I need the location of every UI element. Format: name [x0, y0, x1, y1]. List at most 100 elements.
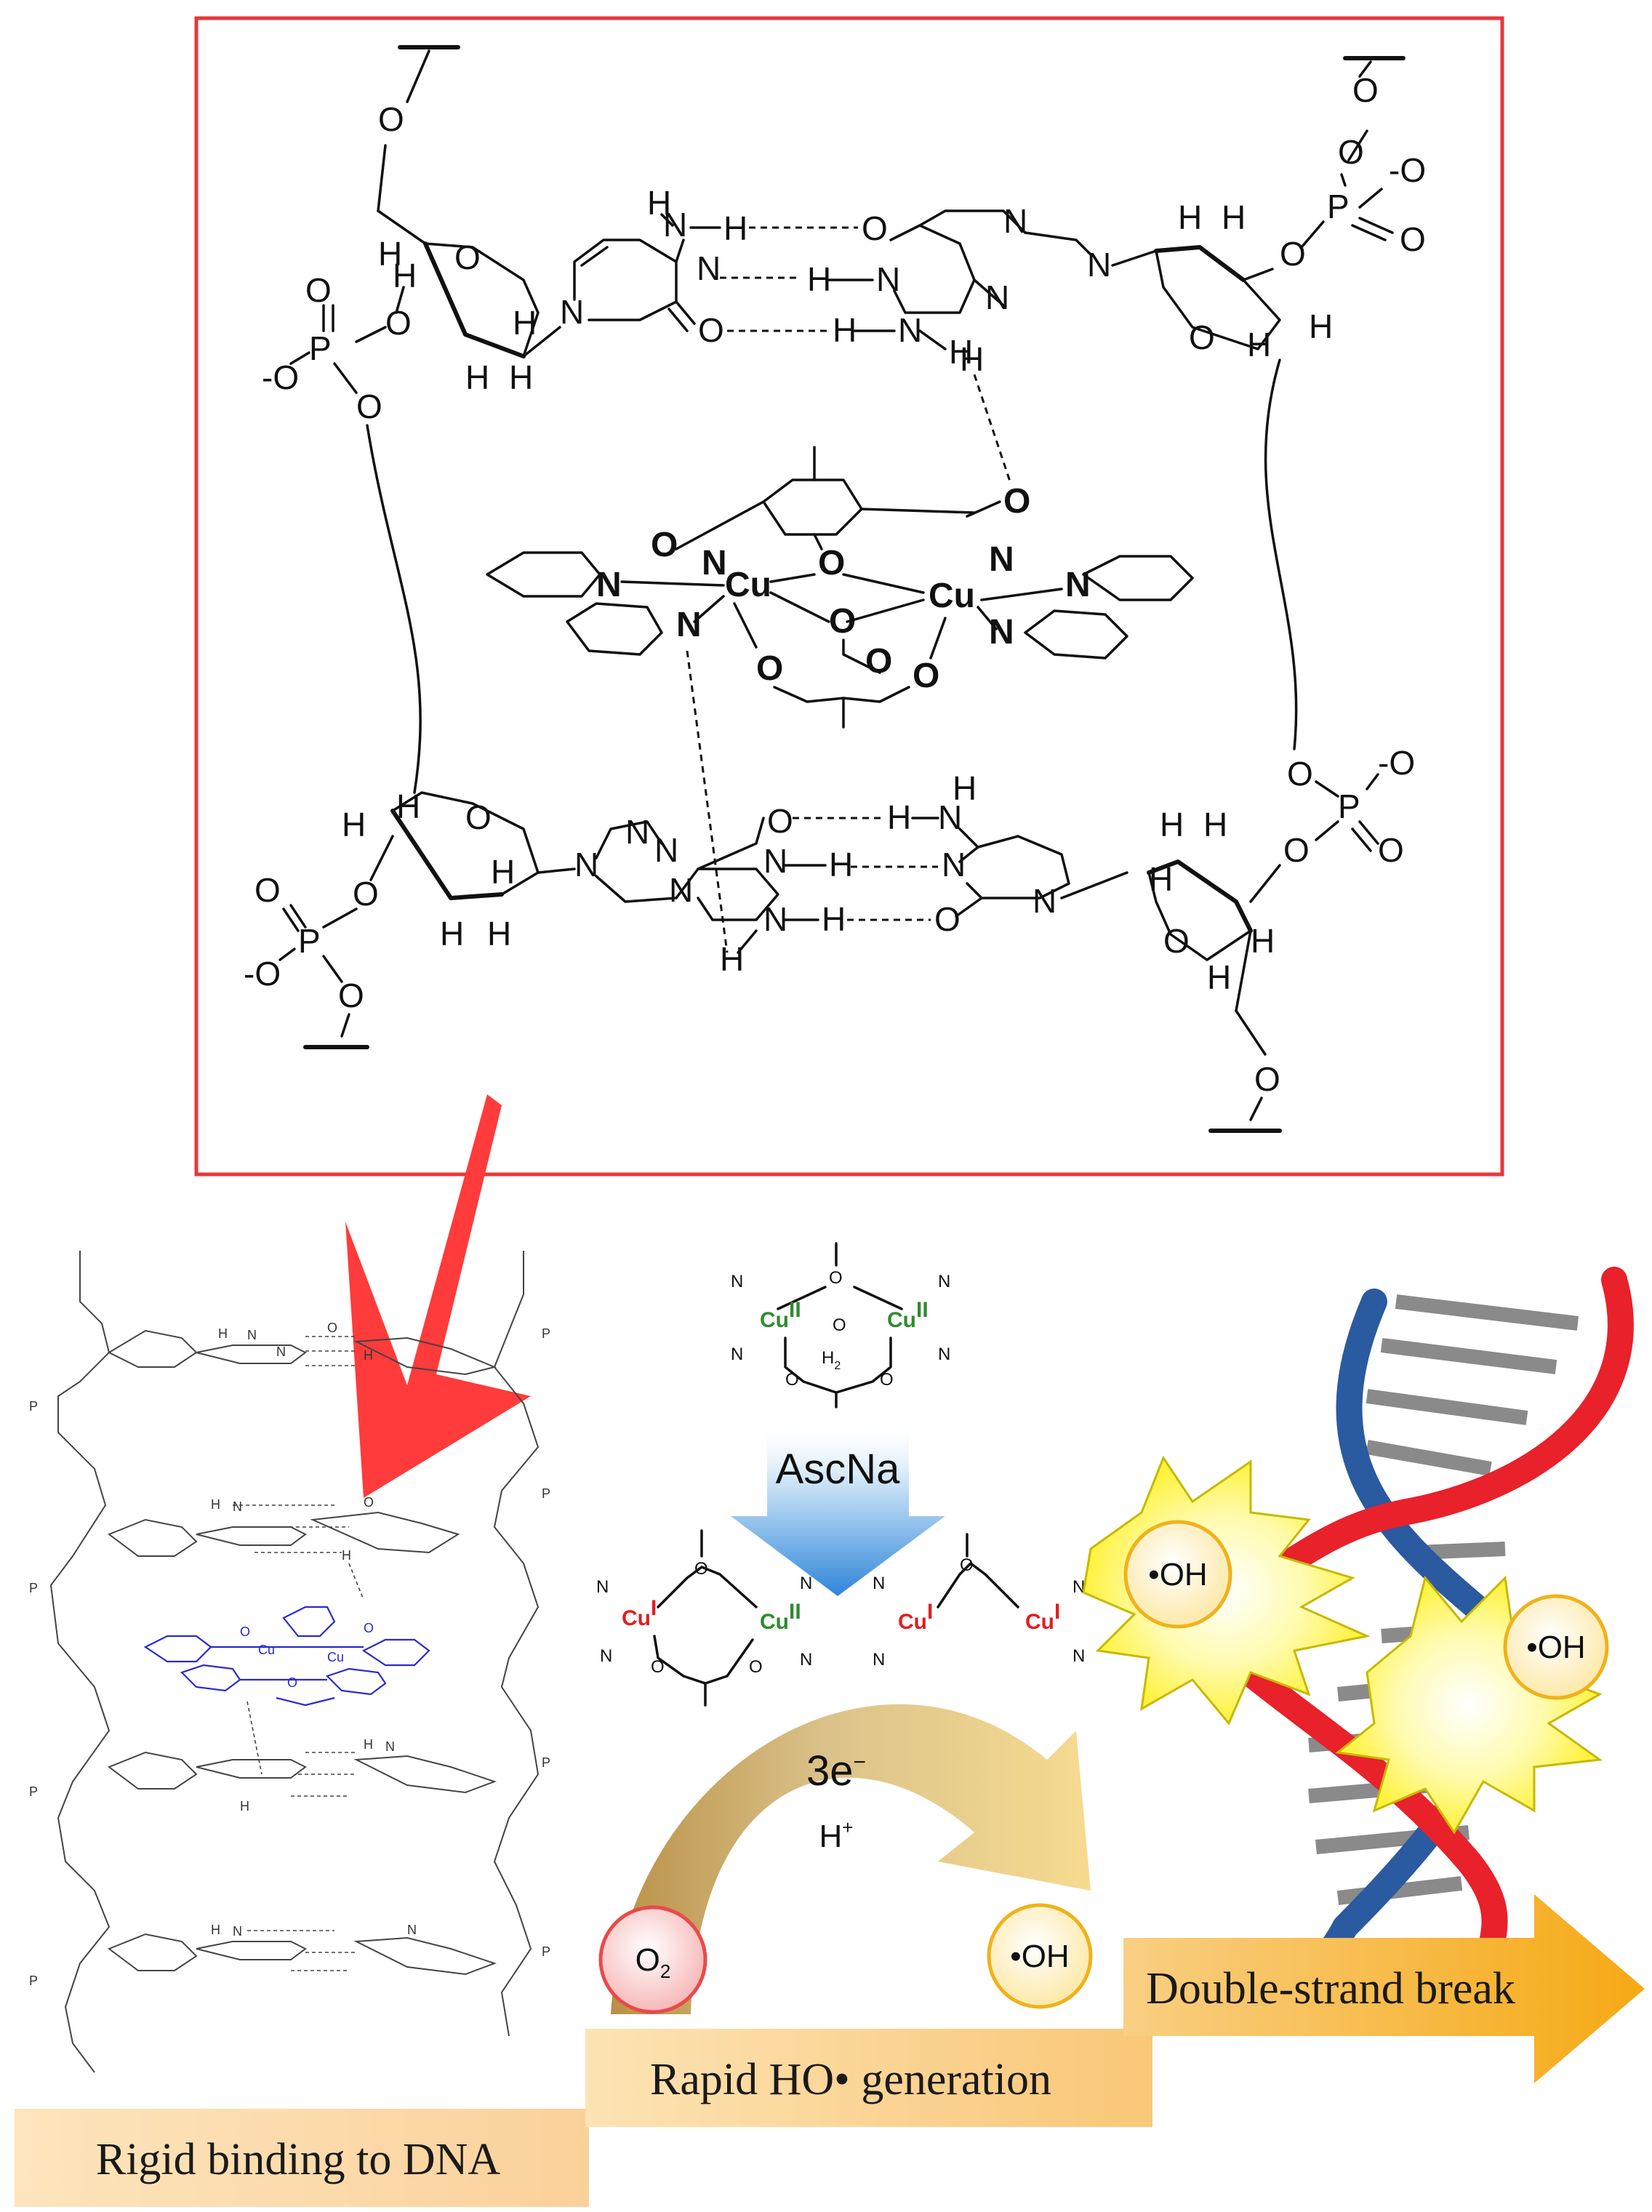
svg-text:N: N — [1072, 1577, 1085, 1597]
o2-circle — [598, 1905, 707, 2014]
svg-text:CuII: CuII — [887, 1298, 929, 1332]
oh-left-label: •OH — [1148, 1557, 1207, 1592]
svg-text:O: O — [1189, 318, 1215, 356]
svg-text:N: N — [560, 293, 584, 331]
right-backbone — [1264, 358, 1298, 750]
svg-text:H: H — [211, 1497, 220, 1512]
svg-text:H: H — [723, 209, 747, 247]
o2-label: O2 — [635, 1942, 671, 1982]
svg-text:O: O — [651, 1657, 665, 1677]
svg-text:O: O — [454, 239, 481, 276]
svg-text:O: O — [651, 526, 678, 564]
dna-helix: •OH •OH — [1082, 1267, 1634, 1970]
svg-text:H: H — [364, 1737, 373, 1752]
svg-text:H: H — [1178, 199, 1202, 236]
svg-text:O: O — [785, 1370, 799, 1390]
svg-text:-O: -O — [262, 358, 299, 396]
svg-text:H: H — [822, 900, 846, 938]
svg-text:Cu: Cu — [327, 1650, 344, 1664]
svg-text:N: N — [600, 1646, 612, 1666]
svg-text:N: N — [676, 606, 702, 644]
svg-text:H: H — [465, 358, 489, 396]
svg-text:N: N — [763, 842, 787, 880]
svg-text:N: N — [898, 311, 922, 349]
svg-text:P: P — [309, 329, 332, 367]
svg-text:N: N — [731, 1345, 743, 1364]
svg-text:P: P — [1338, 788, 1360, 825]
svg-text:O: O — [829, 602, 856, 641]
svg-text:H: H — [1247, 326, 1271, 364]
svg-text:H: H — [378, 235, 402, 273]
svg-text:N: N — [800, 1650, 812, 1670]
svg-text:H: H — [440, 915, 464, 953]
upper-base-pair: O O H H H H H O P O -O O N — [262, 45, 1426, 484]
svg-text:O: O — [1378, 831, 1404, 869]
svg-text:N: N — [233, 1499, 242, 1514]
svg-text:O: O — [327, 1321, 337, 1335]
svg-text:-O: -O — [244, 955, 281, 993]
svg-text:H: H — [218, 1326, 228, 1341]
svg-text:P: P — [542, 1755, 550, 1770]
svg-text:O: O — [1338, 133, 1364, 171]
svg-text:O: O — [756, 649, 783, 688]
svg-text:P: P — [542, 1326, 550, 1341]
svg-text:N: N — [596, 1577, 609, 1597]
svg-text:H: H — [513, 304, 537, 342]
svg-text:H: H — [833, 311, 857, 349]
svg-text:N: N — [276, 1345, 286, 1359]
svg-text:N: N — [663, 206, 687, 244]
svg-text:-O: -O — [1389, 151, 1426, 189]
svg-text:P: P — [298, 922, 321, 960]
svg-text:O: O — [694, 1559, 708, 1579]
svg-text:N: N — [989, 613, 1014, 652]
svg-text:N: N — [938, 1345, 950, 1364]
svg-text:Cu: Cu — [258, 1643, 275, 1657]
svg-text:N: N — [385, 1739, 395, 1754]
svg-text:H: H — [342, 1548, 351, 1563]
svg-text:CuII: CuII — [760, 1600, 801, 1634]
banner-generation: Rapid HO• generation — [585, 2029, 1152, 2127]
svg-text:N: N — [702, 544, 727, 582]
svg-text:N: N — [407, 1923, 417, 1937]
left-backbone — [366, 424, 422, 794]
svg-text:H: H — [1309, 308, 1333, 345]
svg-text:O: O — [1280, 235, 1306, 273]
proton-label: H+ — [819, 1816, 854, 1854]
svg-text:H: H — [829, 846, 853, 883]
blue-complex: Cu Cu O O O — [143, 1606, 430, 1775]
svg-text:H: H — [509, 358, 533, 396]
svg-text:H: H — [887, 798, 911, 836]
svg-text:O: O — [818, 544, 845, 582]
svg-text:H: H — [240, 1799, 249, 1814]
svg-text:N: N — [876, 260, 900, 298]
svg-text:H: H — [1203, 806, 1227, 843]
svg-text:H: H — [1160, 806, 1184, 843]
svg-text:O: O — [364, 1621, 374, 1635]
svg-text:O: O — [913, 657, 939, 695]
svg-text:O: O — [465, 798, 492, 836]
svg-text:O: O — [240, 1624, 250, 1639]
svg-text:H: H — [211, 1923, 220, 1937]
svg-text:O: O — [865, 642, 892, 681]
banner-break-text: Double-strand break — [1146, 1964, 1515, 2013]
banner-binding-text: Rigid binding to DNA — [96, 2135, 501, 2184]
svg-text:N: N — [697, 249, 721, 287]
svg-text:H: H — [393, 257, 417, 294]
svg-text:H: H — [1251, 922, 1275, 960]
reduction-arrow — [731, 1418, 945, 1596]
svg-text:O: O — [1352, 71, 1379, 109]
svg-text:N: N — [989, 540, 1014, 579]
svg-text:O: O — [1254, 1060, 1280, 1098]
svg-text:N: N — [1072, 1646, 1085, 1666]
reagent-label: AscNa — [776, 1446, 901, 1493]
banner-break: Double-strand break — [1123, 1894, 1645, 2083]
svg-text:O: O — [767, 802, 793, 840]
svg-text:O: O — [1163, 922, 1190, 960]
svg-text:N: N — [654, 831, 678, 869]
svg-text:O: O — [364, 1495, 374, 1510]
svg-text:N: N — [763, 900, 787, 938]
svg-text:H: H — [960, 340, 984, 378]
oh-right-circle — [1503, 1594, 1609, 1700]
svg-text:P: P — [29, 1581, 38, 1595]
svg-text:H: H — [1222, 199, 1246, 236]
